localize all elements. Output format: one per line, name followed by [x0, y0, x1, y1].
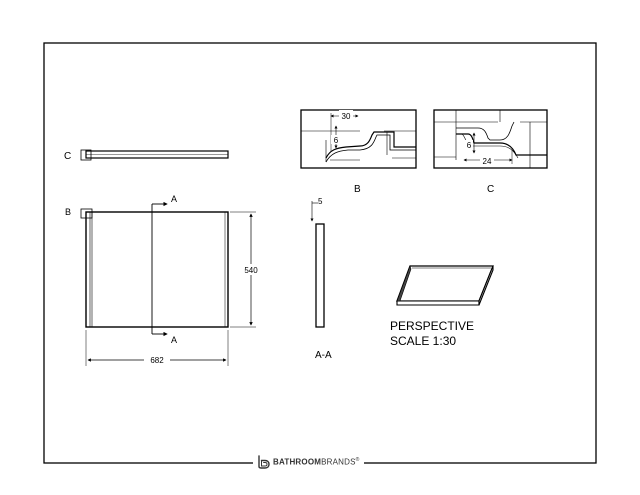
callout-b-marker: [80, 208, 93, 219]
section-view-label: A-A: [315, 350, 332, 361]
section-a-top: A: [171, 194, 177, 204]
brand-name: BATHROOMBRANDS®: [273, 457, 360, 467]
perspective-title: PERSPECTIVE: [390, 319, 474, 333]
detail-c-height-label: 6: [467, 141, 472, 150]
front-view: B A A 540 682: [65, 194, 261, 366]
callout-b-label: B: [65, 207, 71, 217]
section-thickness-label: 5: [318, 197, 323, 206]
width-dimension-label: 682: [150, 356, 164, 365]
brand-logo: BATHROOMBRANDS®: [253, 454, 364, 470]
detail-b-label: B: [354, 184, 361, 195]
callout-c-marker: [80, 149, 92, 161]
top-view: C: [64, 149, 229, 162]
detail-b-height-label: 6: [334, 136, 339, 145]
detail-c-width-label: 24: [483, 157, 492, 166]
callout-c-label: C: [64, 151, 71, 162]
detail-c-label: C: [487, 184, 494, 195]
detail-view-b: 30 6 B: [300, 109, 417, 195]
section-a-bottom: A: [171, 335, 177, 345]
section-view: 5 A-A: [310, 197, 332, 361]
brand-b-icon: [258, 455, 270, 469]
drawing-border: [43, 42, 597, 464]
detail-view-c: 6 24 C: [433, 109, 548, 195]
detail-b-width-label: 30: [342, 112, 351, 121]
perspective-scale: SCALE 1:30: [390, 334, 456, 348]
height-dimension-label: 540: [244, 266, 258, 275]
perspective-view: PERSPECTIVE SCALE 1:30: [390, 265, 494, 348]
